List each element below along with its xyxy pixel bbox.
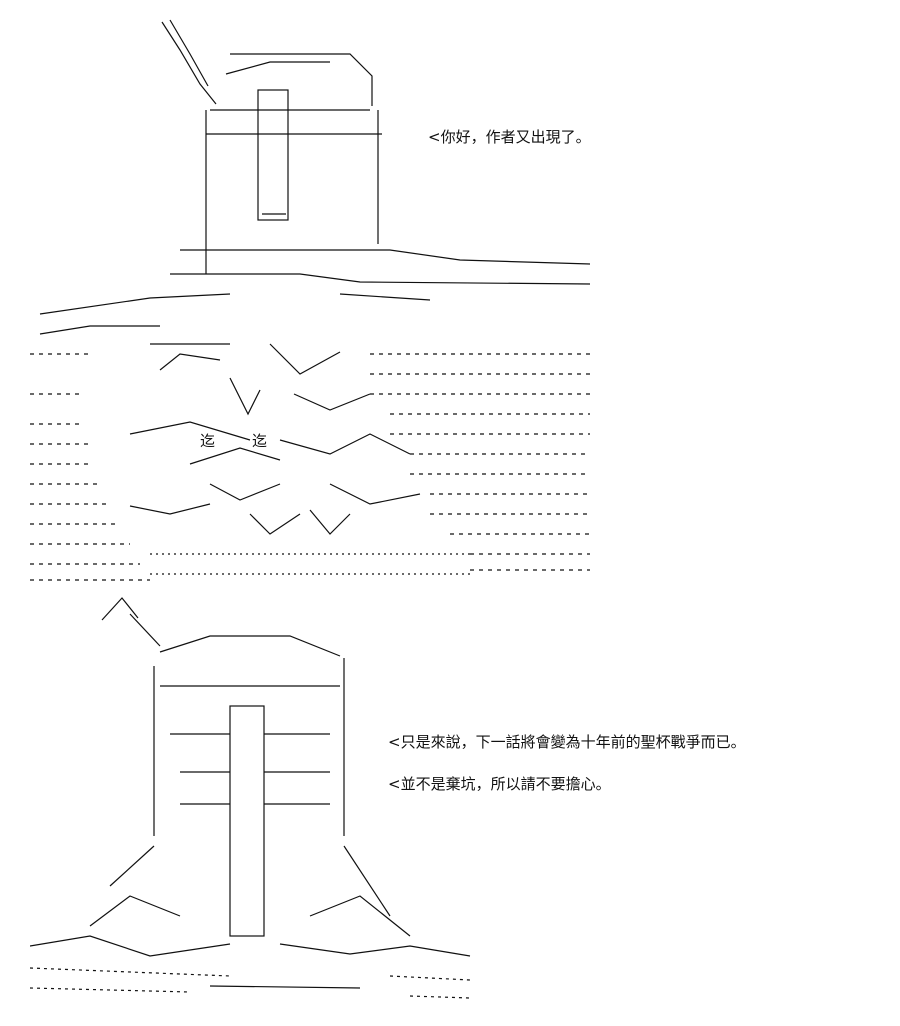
- dialogue-line-3: <並不是棄坑，所以請不要擔心。: [388, 775, 611, 793]
- ascii-art-knight-front: [30, 597, 471, 999]
- ascii-art-knight-saluting: 迄 迄: [30, 19, 590, 581]
- dialogue-line-2: <只是來說，下一話將會變為十年前的聖杯戰爭而已。: [388, 733, 746, 751]
- dialogue-line-1: <你好，作者又出現了。: [428, 128, 591, 146]
- art-glyph-left: 迄: [200, 432, 215, 450]
- art-glyph-right: 迄: [252, 432, 267, 450]
